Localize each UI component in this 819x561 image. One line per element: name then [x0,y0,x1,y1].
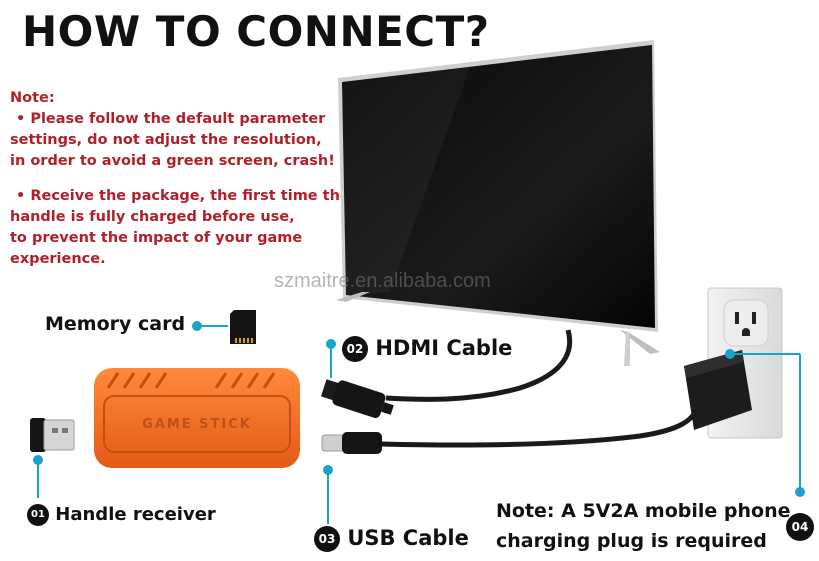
hdmi-cable-line [385,329,573,402]
plug-note: Note: A 5V2A mobile phone charging plug … [496,496,791,556]
badge-03: 03 [314,526,340,552]
memory-card-icon [230,310,256,344]
badge-02: 02 [342,336,368,362]
game-stick-icon [94,368,300,468]
note-block: Note: • Please follow the default parame… [10,88,350,270]
plug-note-line2: charging plug is required [496,530,767,552]
note-point2-line4: experience. [10,251,106,267]
note-point1-line1: • Please follow the default parameter [16,111,326,127]
watermark: szmaitre.en.alibaba.com [274,270,491,292]
stick-label: GAME STICK [142,417,252,432]
note-point2-line3: to prevent the impact of your game [10,230,303,246]
memory-card-label: Memory card [45,313,186,335]
hdmi-cable-label: 02 HDMI Cable [342,336,512,362]
note-point1-line3: in order to avoid a green screen, crash! [10,153,335,169]
usb-cable-label: 03 USB Cable [314,526,469,552]
usb-c-connector-icon [321,432,382,454]
tv-icon [336,40,660,366]
note-point1-line2: settings, do not adjust the resolution, [10,132,322,148]
hdmi-pointer [326,339,336,378]
note-heading: Note: [10,90,55,106]
hdmi-connector-icon [320,379,394,419]
badge-04: 04 [786,513,814,541]
usb-cable-line [379,408,699,448]
note-point2-line2: handle is fully charged before use, [10,209,295,225]
handle-receiver-label: 01 Handle receiver [27,504,216,526]
note-point2-line1: • Receive the package, the first time th… [16,188,350,204]
usb-pointer [323,465,333,524]
receiver-pointer [33,455,43,498]
plug-badge-label: 04 [786,513,814,541]
usb-receiver-icon [30,418,75,452]
plug-note-line1: Note: A 5V2A mobile phone [496,500,791,522]
plug-pointer [725,349,805,497]
page-title: HOW TO CONNECT? [22,7,490,56]
memory-card-pointer [192,321,228,331]
badge-01: 01 [27,504,49,526]
